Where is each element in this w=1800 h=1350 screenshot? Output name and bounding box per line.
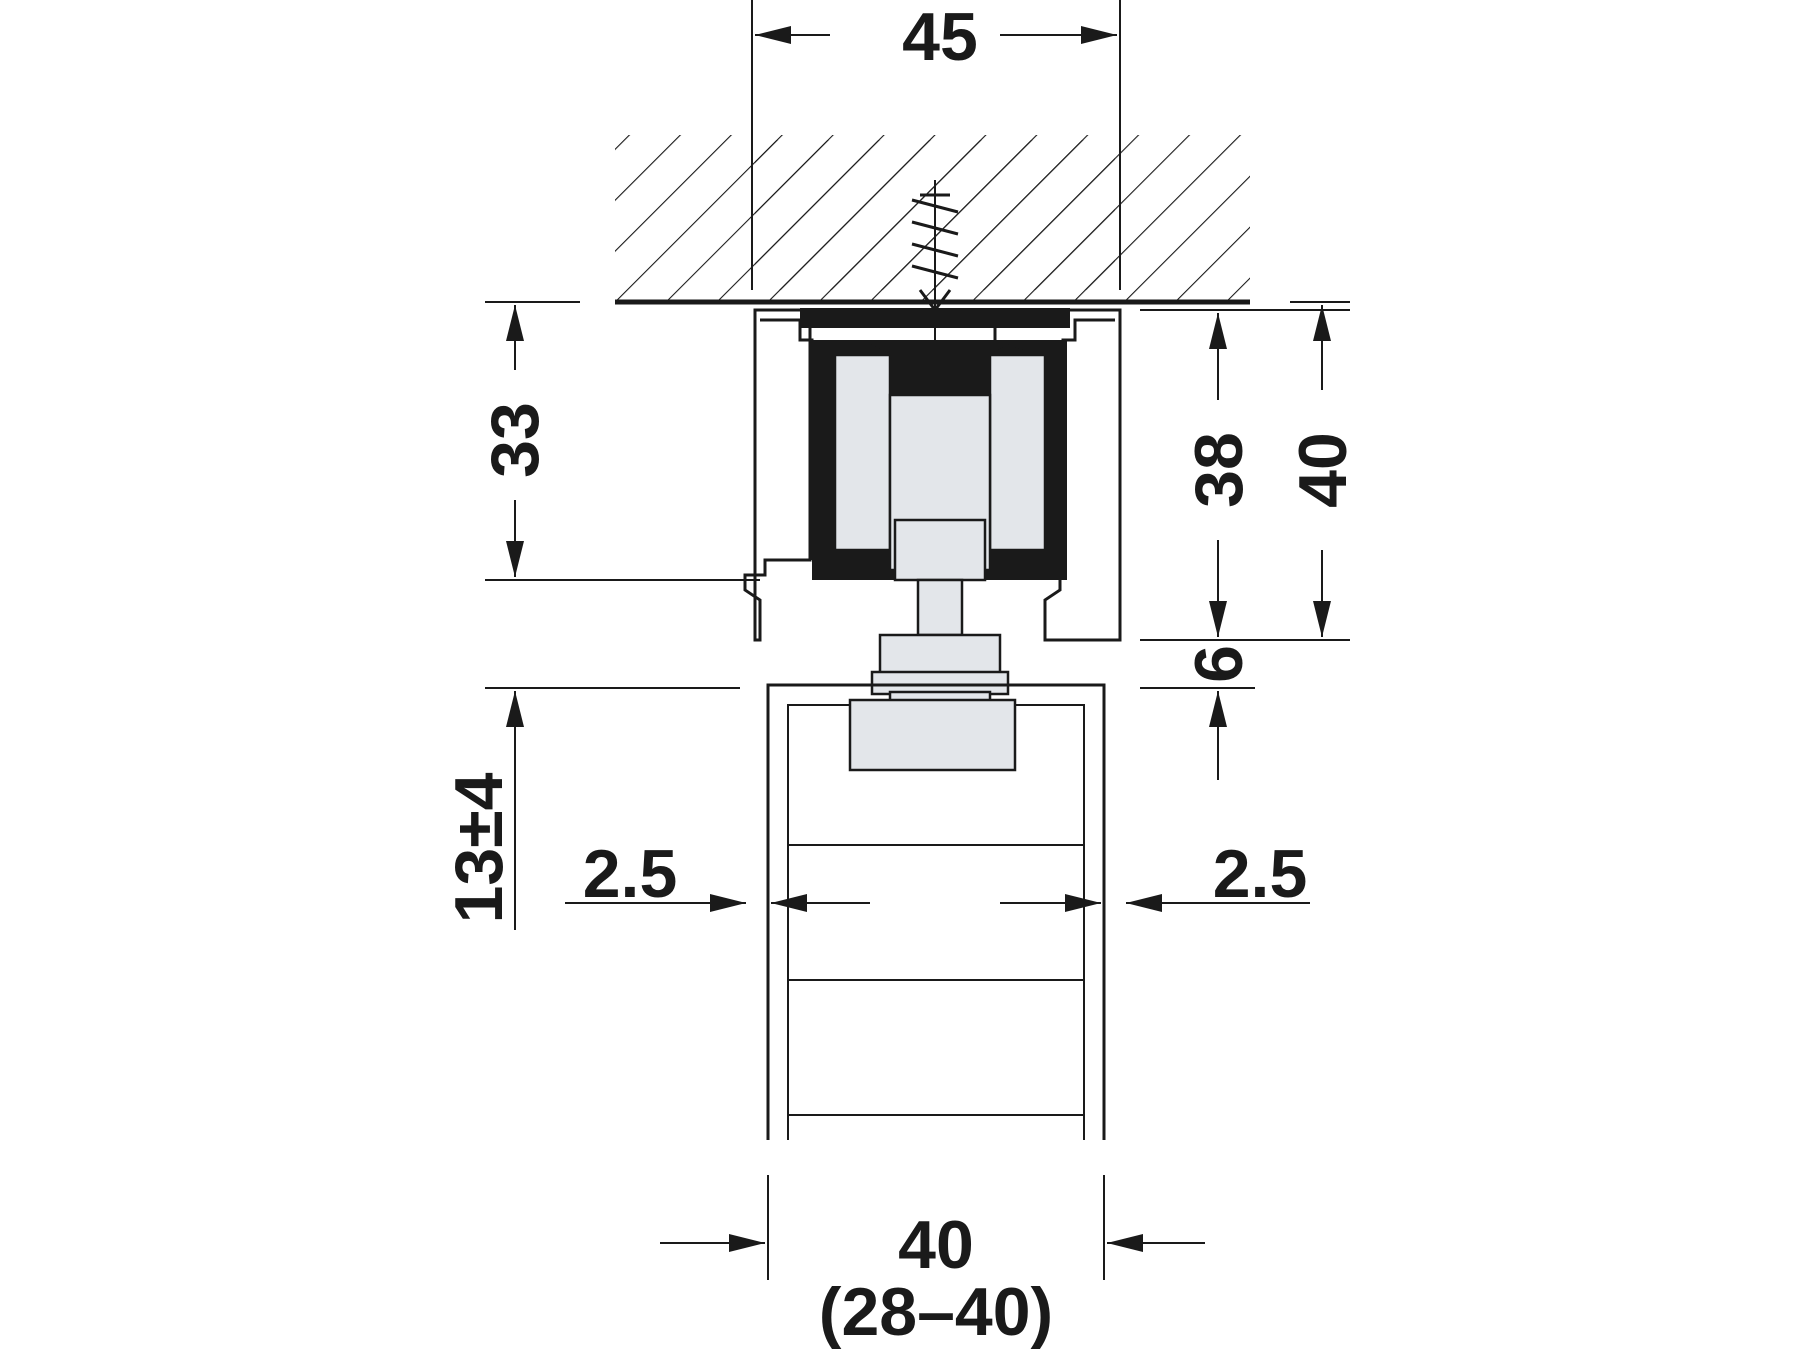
roller-carriage [812,340,1067,582]
suspension-bolt [848,578,1017,772]
dim-right-outer-height: 40 [1285,432,1361,508]
ceiling [615,135,1250,305]
dim-door-thickness: 40 [898,1207,974,1283]
dim-top-width: 45 [902,0,978,75]
door-panel [766,683,1106,1140]
dim-door-range: (28–40) [819,1274,1053,1350]
dim-right-clearance: 2.5 [1213,836,1308,912]
dim-left-clearance: 2.5 [583,836,678,912]
dim-left-height: 33 [477,402,553,478]
dim-gap: 6 [1181,645,1257,683]
dimension-lines [485,0,1350,1280]
dim-adjustment: 13±4 [441,772,517,923]
dim-right-inner-height: 38 [1181,432,1257,508]
